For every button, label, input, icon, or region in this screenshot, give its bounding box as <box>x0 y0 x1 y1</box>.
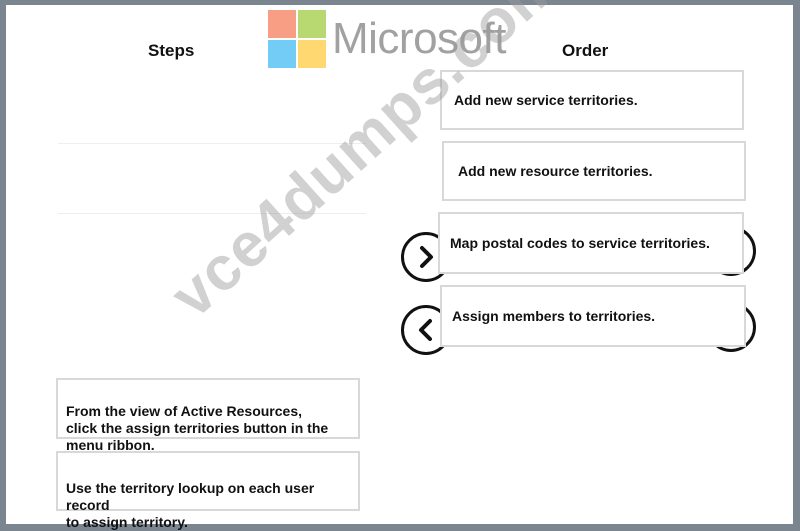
order-heading: Order <box>562 41 609 60</box>
step-item-1[interactable]: From the view of Active Resources, click… <box>56 378 360 453</box>
order-item-label: Assign members to territories. <box>452 307 656 324</box>
empty-slot-divider <box>58 213 366 214</box>
order-item-label: Add new resource territories. <box>458 162 653 179</box>
order-item-2[interactable]: Add new resource territories. <box>442 141 746 201</box>
chevron-left-icon <box>419 319 432 341</box>
step-item-label: Use the territory lookup on each user re… <box>66 480 315 530</box>
microsoft-logo-icon <box>268 10 326 68</box>
microsoft-logo: Microsoft <box>268 10 506 68</box>
step-item-2[interactable]: Use the territory lookup on each user re… <box>56 451 360 530</box>
drag-drop-question: Microsoft Steps Order Add new service te… <box>6 0 793 530</box>
order-item-label: Add new service territories. <box>454 91 638 108</box>
order-item-1[interactable]: Add new service territories. <box>440 70 744 130</box>
step-item-label: From the view of Active Resources, click… <box>66 403 329 453</box>
order-item-label: Map postal codes to service territories. <box>450 234 710 251</box>
order-item-4[interactable]: Assign members to territories. <box>440 285 746 347</box>
empty-slot-divider <box>58 143 366 144</box>
chevron-right-icon <box>420 246 433 268</box>
order-item-3[interactable]: Map postal codes to service territories. <box>438 212 744 274</box>
steps-heading: Steps <box>148 41 195 60</box>
logo-text: Microsoft <box>332 14 506 63</box>
